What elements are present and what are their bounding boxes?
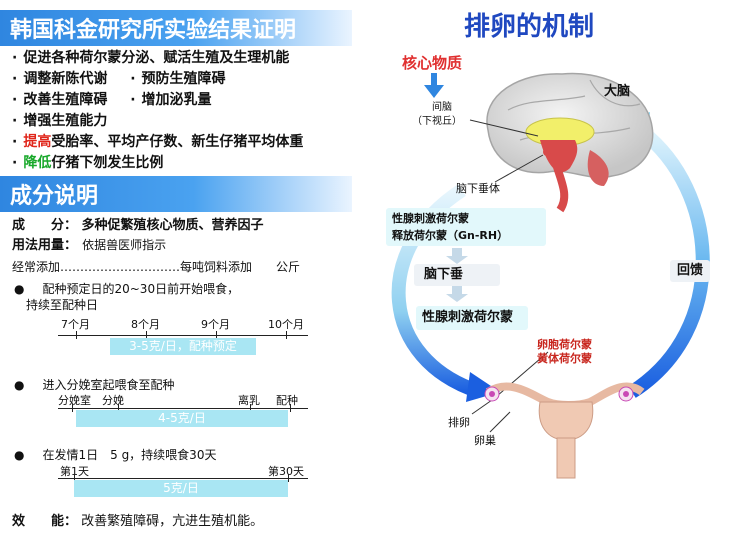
section1-text2: 持续至配种日 bbox=[26, 298, 99, 312]
interbrain-label: 间脑 bbox=[432, 102, 452, 113]
section1-text1: 配种预定日的20~30日前开始喂食， bbox=[42, 282, 240, 296]
regular-add: 经常添加…………………………每吨饲料添加 公斤 bbox=[12, 260, 301, 274]
benefit-text: 调整新陈代谢 bbox=[23, 71, 108, 87]
gnrh-box: 性腺刺激荷尔蒙 释放荷尔蒙（Gn-RH） bbox=[386, 208, 546, 246]
section2-text1: 进入分娩室起喂食至配种 bbox=[42, 378, 175, 392]
benefit-text: 改善生殖障碍 bbox=[23, 92, 108, 108]
benefit-item: ·增强生殖能力 bbox=[12, 113, 108, 129]
timeline-tick bbox=[72, 404, 73, 412]
pituitary-box: 脑下垂 bbox=[414, 264, 500, 286]
benefit-item: ·提高受胎率、平均产仔数、新生仔猪平均体重 bbox=[12, 134, 304, 150]
effect-value: 改善繁殖障碍，亢进生殖机能。 bbox=[81, 514, 264, 529]
gonadotropin-box: 性腺刺激荷尔蒙 bbox=[416, 306, 528, 330]
pointer-line bbox=[469, 119, 539, 137]
dosage-bar-3: 5克/日 bbox=[74, 480, 288, 497]
timeline-tick bbox=[146, 331, 147, 339]
down-arrow bbox=[446, 248, 468, 264]
timeline-tick bbox=[76, 331, 77, 339]
banner-ingredients: 成分说明 bbox=[0, 176, 352, 212]
timeline-label: 第1天 bbox=[60, 465, 89, 478]
gnrh-line1: 性腺刺激荷尔蒙 bbox=[392, 212, 469, 225]
brain-illustration bbox=[486, 72, 654, 213]
timeline-3-axis bbox=[58, 478, 308, 479]
ovarian-hormones: 卵胞荷尔蒙 黄体荷尔蒙 bbox=[537, 338, 592, 366]
uterus-illustration bbox=[484, 382, 645, 479]
core-substance-label: 核心物质 bbox=[402, 54, 463, 72]
timeline-1-axis bbox=[58, 335, 308, 336]
pituitary-label: 脑下垂体 bbox=[456, 182, 500, 195]
benefit-text: 受胎率、平均产仔数、新生仔猪平均体重 bbox=[51, 134, 304, 150]
ingredients-row: 成 分： 多种促繁殖核心物质、营养因子 bbox=[12, 214, 264, 233]
benefit-item: ·降低仔猪下刎发生比例 bbox=[12, 155, 164, 171]
timeline-label: 8个月 bbox=[131, 318, 160, 331]
ingredients-label: 成 分： bbox=[12, 218, 78, 233]
pointer-line bbox=[471, 399, 493, 415]
dosage-bar-1: 3-5克/日，配种预定 bbox=[110, 338, 256, 355]
benefit-item: ·调整新陈代谢 ·预防生殖障碍 bbox=[12, 71, 226, 87]
timeline-label: 10个月 bbox=[268, 318, 304, 331]
timeline-label: 第30天 bbox=[268, 465, 304, 478]
banner-ingredients-title: 成分说明 bbox=[10, 184, 99, 209]
follicle-hormone-label: 卵胞荷尔蒙 bbox=[537, 338, 592, 351]
luteal-hormone-label: 黄体荷尔蒙 bbox=[537, 352, 592, 365]
timeline-label: 分娩室 bbox=[58, 394, 91, 407]
usage-label: 用法用量： bbox=[12, 238, 78, 253]
section1-desc: ●配种预定日的20~30日前开始喂食， bbox=[14, 282, 240, 296]
effect-row: 效 能： 改善繁殖障碍，亢进生殖机能。 bbox=[12, 510, 263, 529]
effect-label: 效 能： bbox=[12, 514, 78, 529]
pointer-line bbox=[494, 154, 544, 183]
gnrh-line2: 释放荷尔蒙（Gn-RH） bbox=[392, 229, 509, 242]
timeline-tick bbox=[74, 474, 75, 482]
benefit-highlight-green: 降低 bbox=[23, 155, 52, 171]
benefit-text: 增加泌乳量 bbox=[141, 92, 212, 108]
timeline-label: 离乳 bbox=[238, 394, 260, 407]
timeline-tick bbox=[288, 474, 289, 482]
dosage-bar-2: 4-5克/日 bbox=[76, 410, 288, 427]
benefit-item: ·促进各种荷尔蒙分泌、赋活生殖及生理机能 bbox=[12, 50, 290, 66]
section3-desc: ●在发情1日 5 g，持续喂食30天 bbox=[14, 448, 217, 462]
ingredients-value: 多种促繁殖核心物质、营养因子 bbox=[81, 218, 264, 233]
timeline-label: 配种 bbox=[276, 394, 298, 407]
usage-row: 用法用量： 依据兽医师指示 bbox=[12, 234, 166, 253]
timeline-tick bbox=[286, 331, 287, 339]
timeline-label: 分娩 bbox=[102, 394, 124, 407]
benefit-item: ·改善生殖障碍 ·增加泌乳量 bbox=[12, 92, 212, 108]
benefit-text: 仔猪下刎发生比例 bbox=[51, 155, 164, 171]
benefit-text: 增强生殖能力 bbox=[23, 113, 108, 129]
benefit-text: 预防生殖障碍 bbox=[141, 71, 226, 87]
ovary-label: 卵巢 bbox=[474, 434, 496, 447]
benefit-highlight-red: 提高 bbox=[23, 134, 52, 150]
pointer-line bbox=[489, 411, 511, 433]
down-arrow bbox=[446, 286, 468, 302]
benefit-text: 促进各种荷尔蒙分泌、赋活生殖及生理机能 bbox=[23, 50, 290, 66]
diagram-title: 排卵的机制 bbox=[464, 12, 595, 42]
hypothalamus-label: （下视丘） bbox=[412, 116, 462, 127]
timeline-tick bbox=[290, 404, 291, 412]
timeline-label: 9个月 bbox=[201, 318, 230, 331]
timeline-tick bbox=[118, 404, 119, 412]
banner-experiment: 韩国科金研究所实验结果证明 bbox=[0, 10, 352, 46]
ovulation-label: 排卵 bbox=[448, 416, 470, 429]
timeline-label: 7个月 bbox=[61, 318, 90, 331]
usage-value: 依据兽医师指示 bbox=[82, 238, 167, 252]
banner-experiment-title: 韩国科金研究所实验结果证明 bbox=[10, 18, 297, 43]
timeline-2-axis bbox=[58, 408, 308, 409]
core-arrow-head bbox=[424, 85, 444, 98]
section2-desc: ●进入分娩室起喂食至配种 bbox=[14, 378, 175, 392]
timeline-tick bbox=[216, 331, 217, 339]
cerebrum-label: 大脑 bbox=[604, 84, 631, 99]
feedback-box: 回馈 bbox=[670, 260, 710, 282]
timeline-tick bbox=[250, 404, 251, 412]
section3-text1: 在发情1日 5 g，持续喂食30天 bbox=[42, 448, 217, 462]
core-arrow-stem bbox=[431, 73, 437, 87]
